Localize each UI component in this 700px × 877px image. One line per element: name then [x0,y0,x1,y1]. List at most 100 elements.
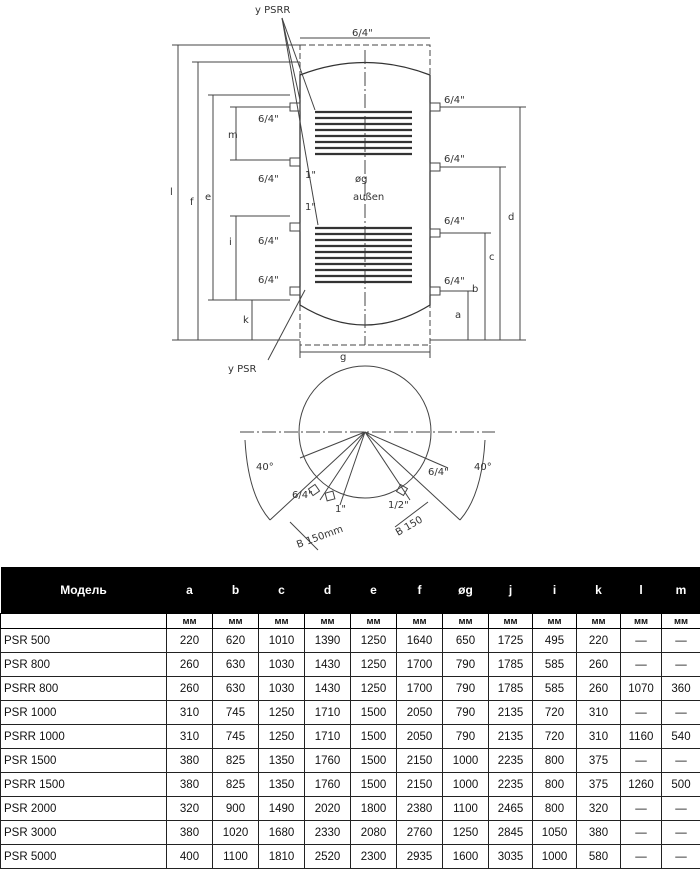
value-cell: 1785 [488,652,533,677]
label-conn-left-2: 6/4" [258,174,279,185]
value-cell: 220 [166,628,213,653]
value-cell: — [661,796,700,821]
value-cell: 825 [212,772,259,797]
value-cell: 375 [576,748,621,773]
value-cell: — [661,844,700,869]
value-cell: 2935 [396,844,443,869]
label-plan-fitting-right: 6/4" [428,467,449,478]
value-cell: 3035 [488,844,533,869]
value-cell: 220 [576,628,621,653]
value-cell: — [661,748,700,773]
model-cell: PSR 800 [0,652,167,677]
value-cell: 2080 [350,820,397,845]
model-cell: PSR 2000 [0,796,167,821]
value-cell: 1160 [620,724,662,749]
value-cell: 375 [576,772,621,797]
label-dim-b: b [472,284,478,295]
value-cell: 1260 [620,772,662,797]
label-plan-angle-right: 40° [474,462,492,473]
value-cell: 1350 [258,772,305,797]
unit-cell: мм [488,613,533,629]
label-conn-left-4: 6/4" [258,275,279,286]
value-cell: 650 [442,628,489,653]
value-cell: 2235 [488,748,533,773]
value-cell: 790 [442,700,489,725]
col-header: d [304,567,351,614]
label-dim-l: l [170,187,173,198]
value-cell: 1760 [304,748,351,773]
value-cell: 720 [532,700,577,725]
col-header: l [620,567,662,614]
value-cell: 1600 [442,844,489,869]
value-cell: 585 [532,652,577,677]
model-cell: PSRR 1500 [0,772,167,797]
value-cell: — [620,844,662,869]
value-cell: 800 [532,772,577,797]
label-inner-diameter: øg [355,174,367,185]
value-cell: 1000 [532,844,577,869]
value-cell: 360 [661,676,700,701]
value-cell: — [620,700,662,725]
value-cell: — [620,652,662,677]
value-cell: 1640 [396,628,443,653]
value-cell: 320 [166,796,213,821]
value-cell: 260 [166,652,213,677]
model-cell: PSR 1000 [0,700,167,725]
label-plan-b-right: B 150 [394,515,425,539]
value-cell: 2300 [350,844,397,869]
col-header: c [258,567,305,614]
drawing-labels: y PSRR y PSR 6/4" 6/4" 6/4" 6/4" 6/4" 1"… [170,5,514,551]
label-y-psrr: y PSRR [255,5,290,16]
value-cell: 2760 [396,820,443,845]
value-cell: 1725 [488,628,533,653]
label-plan-half-inch: 1/2" [388,500,409,511]
value-cell: 2845 [488,820,533,845]
label-plan-fitting-left: 6/4" [292,490,313,501]
value-cell: 1680 [258,820,305,845]
value-cell: 495 [532,628,577,653]
value-cell: 380 [166,820,213,845]
value-cell: 500 [661,772,700,797]
value-cell: 620 [212,628,259,653]
value-cell: 1490 [258,796,305,821]
label-dim-k: k [243,315,249,326]
label-outer-note: außen [353,192,384,203]
label-conn-right-4: 6/4" [444,276,465,287]
model-cell: PSR 3000 [0,820,167,845]
label-conn-left-small: 1" [305,170,316,181]
value-cell: 800 [532,748,577,773]
unit-cell: мм [576,613,621,629]
col-header: i [532,567,577,614]
left-dimensions [172,44,300,341]
value-cell: 1250 [350,628,397,653]
value-cell: 2520 [304,844,351,869]
label-dim-a: a [455,310,461,321]
value-cell: 1000 [442,748,489,773]
label-dim-f: f [190,197,194,208]
model-cell: PSR 1500 [0,748,167,773]
value-cell: 720 [532,724,577,749]
value-cell: 320 [576,796,621,821]
model-cell: PSR 5000 [0,844,167,869]
label-y-psr: y PSR [228,364,256,375]
label-conn-left-3: 6/4" [258,236,279,247]
col-header: Модель [0,567,167,614]
value-cell: 1250 [350,652,397,677]
model-cell: PSRR 1000 [0,724,167,749]
spec-table: Модель a b c d e f øg j i k l m мм мм мм… [0,567,700,869]
value-cell: — [661,652,700,677]
col-header: e [350,567,397,614]
label-plan-b-left: B 150mm [295,524,344,551]
value-cell: 790 [442,676,489,701]
label-inner-one: 1" [305,202,316,213]
value-cell: 1250 [350,676,397,701]
value-cell: 400 [166,844,213,869]
value-cell: 1250 [258,700,305,725]
unit-cell: мм [212,613,259,629]
label-dim-m: m [228,130,238,141]
technical-drawing: y PSRR y PSR 6/4" 6/4" 6/4" 6/4" 6/4" 1"… [170,5,526,551]
value-cell: 2050 [396,700,443,725]
